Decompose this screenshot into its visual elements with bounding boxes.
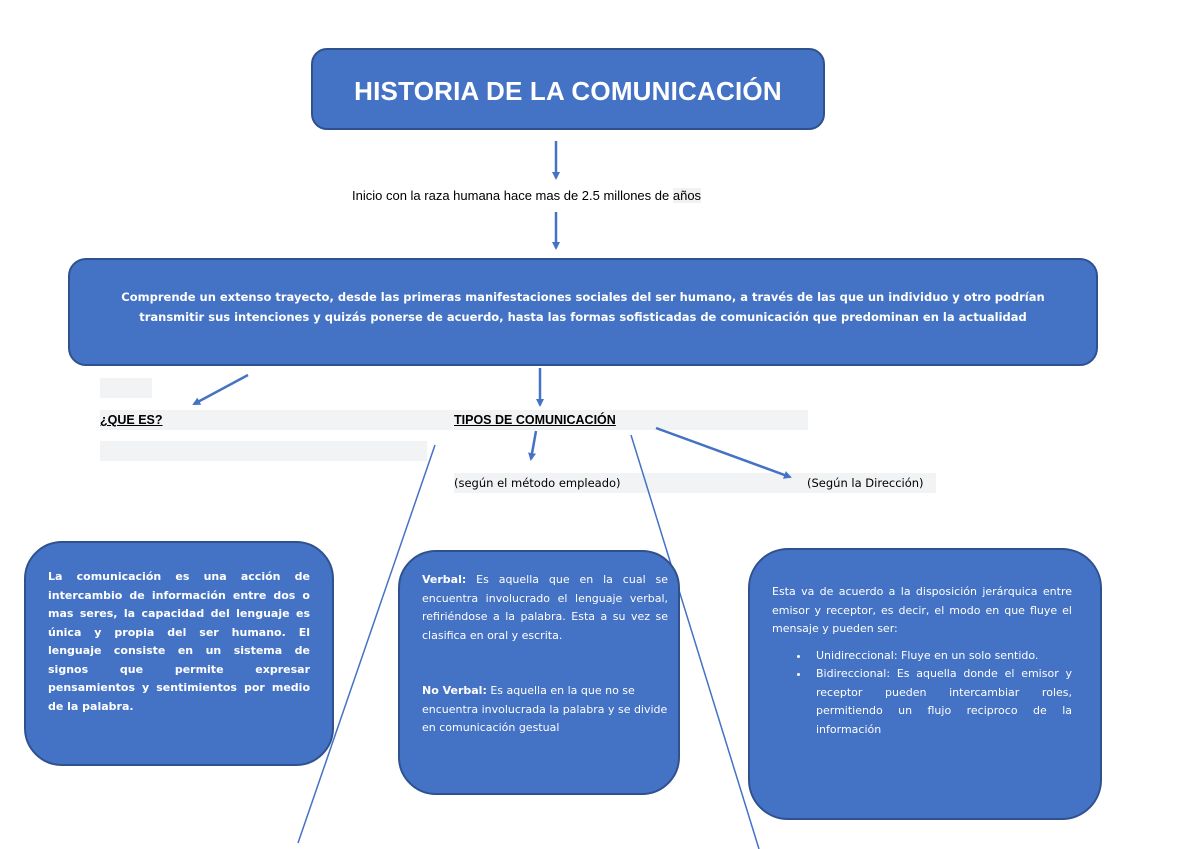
- heading-que-es: ¿QUE ES?: [100, 413, 163, 427]
- verbal-term: Verbal:: [422, 573, 467, 586]
- direccion-list: Unidireccional: Fluye en un solo sentido…: [772, 647, 1072, 740]
- direccion-item-unidireccional: Unidireccional: Fluye en un solo sentido…: [810, 647, 1072, 666]
- no-verbal-definition: No Verbal: Es aquella en la que no se en…: [422, 682, 668, 738]
- summary-text: Comprende un extenso trayecto, desde las…: [121, 290, 1045, 324]
- heading-tipos: TIPOS DE COMUNICACIÓN: [454, 413, 616, 427]
- highlight-bar: [100, 441, 427, 461]
- arrow-to-direccion: [655, 426, 792, 479]
- direccion-item-bidireccional: Bidireccional: Es aquella donde el emiso…: [810, 665, 1072, 739]
- metodo-node: Verbal: Es aquella que en la cual se enc…: [398, 550, 680, 795]
- summary-node: Comprende un extenso trayecto, desde las…: [68, 258, 1098, 366]
- line-left-long: [297, 444, 436, 844]
- no-verbal-term: No Verbal:: [422, 684, 487, 697]
- origin-text-highlight: años: [672, 188, 702, 203]
- origin-text-main: Inicio con la raza humana hace mas de 2.…: [352, 188, 673, 203]
- arrow-to-que-es: [192, 373, 249, 406]
- highlight-bar: [100, 378, 152, 398]
- highlight-bar: [100, 410, 808, 430]
- direccion-node: Esta va de acuerdo a la disposición jerá…: [748, 548, 1102, 820]
- label-por-metodo: (según el método empleado): [454, 476, 621, 490]
- title-text: HISTORIA DE LA COMUNICACIÓN: [354, 76, 782, 106]
- highlight-bar: [454, 473, 936, 493]
- verbal-text: Es aquella que en la cual se encuentra i…: [422, 573, 668, 642]
- label-por-direccion: (Según la Dirección): [807, 476, 924, 490]
- origin-text: Inicio con la raza humana hace mas de 2.…: [352, 188, 702, 203]
- title-node: HISTORIA DE LA COMUNICACIÓN: [311, 48, 825, 130]
- verbal-definition: Verbal: Es aquella que en la cual se enc…: [422, 571, 668, 645]
- direccion-intro: Esta va de acuerdo a la disposición jerá…: [772, 585, 1072, 635]
- no-verbal-text: Es aquella en la que no se encuentra inv…: [422, 684, 668, 734]
- arrow-to-metodo: [528, 430, 538, 461]
- que-es-text: La comunicación es una acción de interca…: [48, 570, 310, 713]
- line-right-long: [630, 434, 760, 849]
- que-es-node: La comunicación es una acción de interca…: [24, 541, 334, 766]
